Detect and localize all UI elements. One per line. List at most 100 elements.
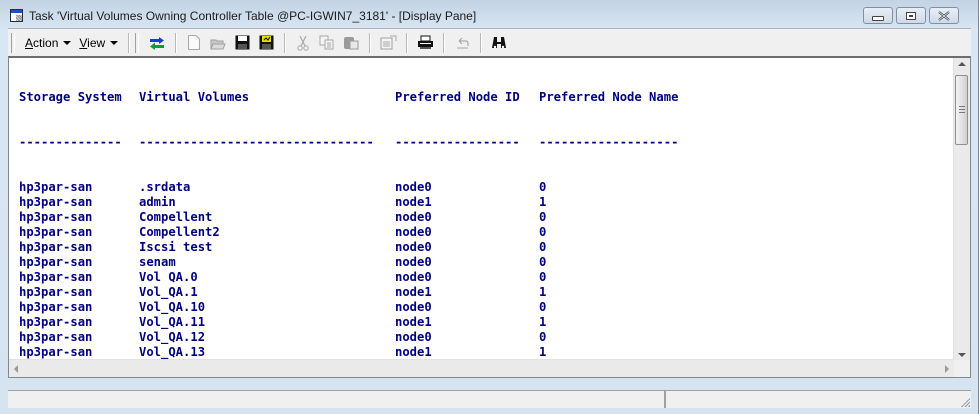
view-menu[interactable]: View [75,32,122,54]
resize-grip-icon[interactable] [960,397,970,407]
toolbar-separator [128,32,130,53]
cell-virtual-volume: Vol_QA.12 [139,330,206,344]
copy-icon [319,35,334,50]
toolbar-separator [406,32,408,53]
cell-storage-system: hp3par-san [19,315,93,329]
cell-storage-system: hp3par-san [19,225,93,239]
cell-preferred-node-name: 1 [539,345,547,359]
undo-button[interactable] [452,33,472,53]
cell-virtual-volume: Vol_QA.11 [139,315,206,329]
cell-virtual-volume: Vol_QA.10 [139,300,206,314]
cell-preferred-node-name: 0 [539,255,547,269]
vertical-scrollbar[interactable] [953,58,970,361]
cell-preferred-node-id: node0 [395,225,432,239]
window-title: Task 'Virtual Volumes Owning Controller … [29,9,477,23]
cell-preferred-node-id: node1 [395,195,432,209]
cell-preferred-node-id: node0 [395,180,432,194]
scrollbar-corner [954,360,970,377]
scroll-left-icon[interactable] [14,365,18,373]
grip-icon [959,106,965,113]
restore-button[interactable] [896,7,926,24]
save-button[interactable] [232,33,252,53]
cell-virtual-volume: Compellent2 [139,225,220,239]
open-folder-icon [210,39,226,49]
toolbar-separator [284,32,286,53]
cell-preferred-node-id: node1 [395,345,432,359]
cell-storage-system: hp3par-san [19,195,93,209]
cell-preferred-node-name: 0 [539,300,547,314]
underline-virtual-volumes: -------------------------------- [139,135,374,149]
cell-virtual-volume: Vol_QA.13 [139,345,206,359]
action-menu[interactable]: Action [21,32,75,54]
cut-icon [297,35,309,51]
cell-preferred-node-id: node1 [395,315,432,329]
refresh-exchange-button[interactable] [147,33,167,53]
horizontal-scrollbar[interactable] [9,359,954,377]
vertical-scroll-thumb[interactable] [955,75,968,145]
column-header-preferred-node-id: Preferred Node ID [395,90,520,104]
cell-preferred-node-name: 0 [539,270,547,284]
close-button[interactable] [929,7,959,24]
cell-preferred-node-id: node1 [395,285,432,299]
save-as-icon [259,35,274,50]
refresh-exchange-icon [150,36,165,50]
title-bar[interactable]: Task 'Virtual Volumes Owning Controller … [0,0,978,30]
cell-virtual-volume: Iscsi test [139,240,213,254]
cell-preferred-node-id: node0 [395,255,432,269]
open-button[interactable] [208,33,228,53]
cell-storage-system: hp3par-san [19,210,93,224]
copy-button[interactable] [317,33,337,53]
cell-storage-system: hp3par-san [19,330,93,344]
table-header-underline: -------------- -------------------------… [19,135,699,150]
scroll-right-icon[interactable] [945,365,949,373]
cell-preferred-node-name: 1 [539,285,547,299]
output-table: Storage System Virtual Volumes Preferred… [19,60,699,377]
underline-storage-system: -------------- [19,135,122,149]
table-row: hp3par-san Vol_QA.13 node1 1 [19,345,699,360]
new-button[interactable] [184,33,204,53]
find-button[interactable] [489,33,509,53]
print-button[interactable] [415,33,435,53]
table-header-row: Storage System Virtual Volumes Preferred… [19,90,699,105]
status-pane-left [8,391,665,408]
status-bar [8,390,971,408]
minimize-button[interactable] [863,7,893,24]
window-app-icon[interactable] [10,9,23,22]
display-pane: Storage System Virtual Volumes Preferred… [8,56,971,378]
cell-storage-system: hp3par-san [19,285,93,299]
cell-virtual-volume: Vol QA.0 [139,270,198,284]
toolbar-separator [369,32,371,53]
save-icon [235,35,250,50]
toolbar-grip[interactable] [11,32,15,53]
view-menu-label: View [79,35,106,50]
cell-preferred-node-name: 0 [539,180,547,194]
underline-preferred-node-id: ----------------- [395,135,520,149]
toolbar-grip[interactable] [135,32,140,53]
paste-button[interactable] [341,33,361,53]
chevron-down-icon [110,40,119,45]
scroll-up-icon[interactable] [958,62,966,66]
cell-virtual-volume: .srdata [139,180,191,194]
save-as-button[interactable] [256,33,276,53]
cell-storage-system: hp3par-san [19,345,93,359]
scroll-down-icon[interactable] [958,353,966,357]
column-header-virtual-volumes: Virtual Volumes [139,90,250,104]
window-controls [863,7,959,24]
cell-storage-system: hp3par-san [19,255,93,269]
cell-preferred-node-name: 1 [539,195,547,209]
cut-button[interactable] [293,33,313,53]
properties-button[interactable] [378,33,398,53]
toolbar-separator [443,32,445,53]
toolbar-separator [480,32,482,53]
close-icon [930,8,958,23]
cell-preferred-node-id: node0 [395,270,432,284]
